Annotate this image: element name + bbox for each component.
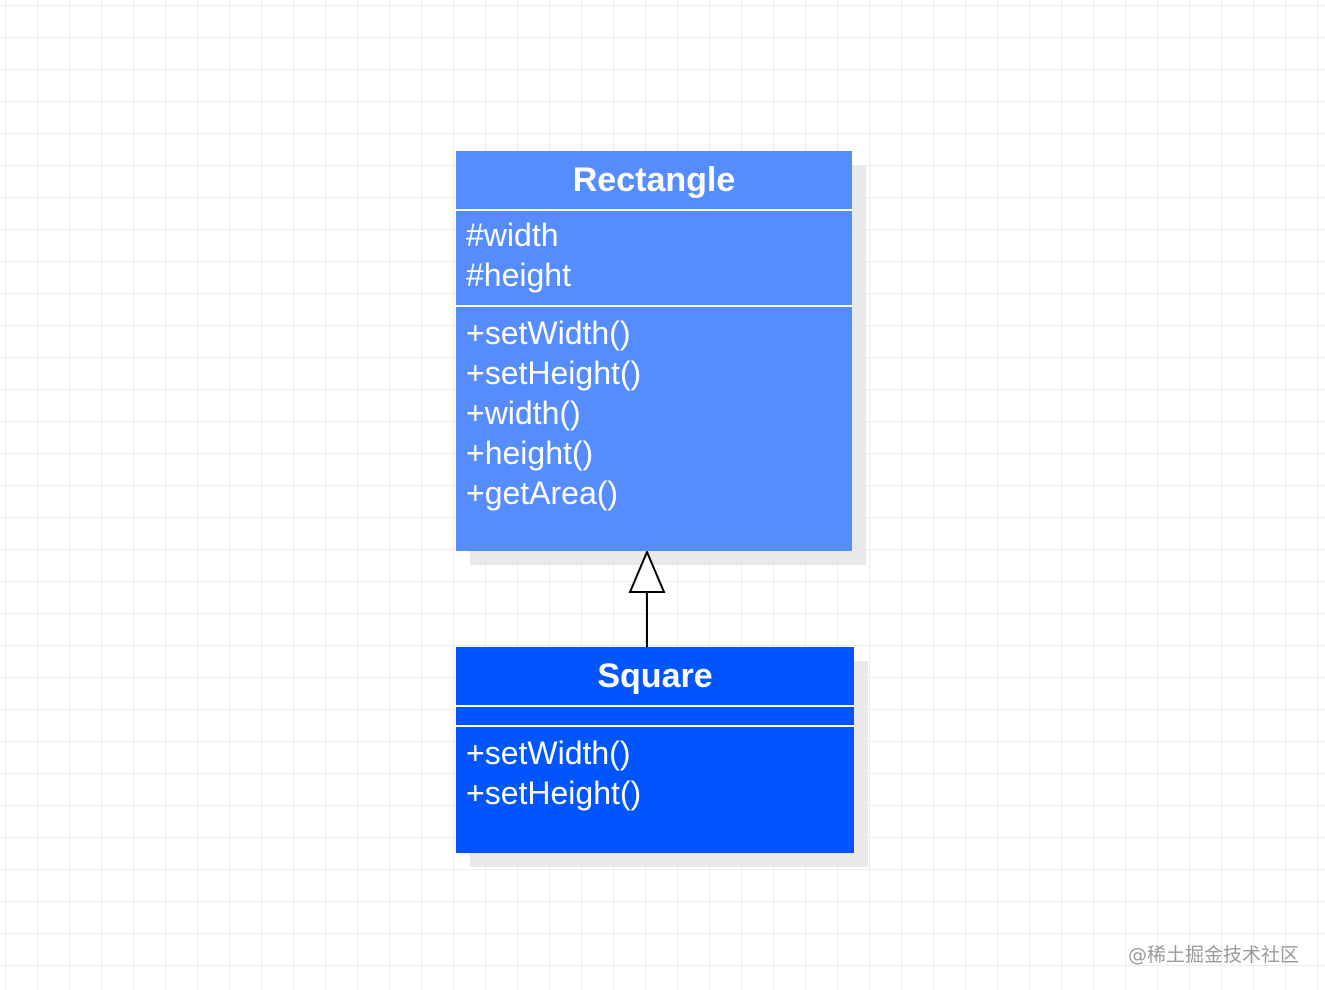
method-item: +getArea() (466, 475, 619, 511)
class-box-rectangle[interactable]: Rectangle #width #height +setWidth() +se… (456, 151, 866, 565)
class-methods: +setWidth() +setHeight() (456, 727, 854, 853)
class-box-square[interactable]: Square +setWidth() +setHeight() (456, 647, 868, 867)
method-item: +setWidth() (466, 315, 631, 351)
class-name: Square (456, 647, 854, 707)
method-item: +setHeight() (466, 355, 642, 391)
method-item: +height() (466, 435, 594, 471)
method-item: +width() (466, 395, 581, 431)
class-attributes (456, 707, 854, 727)
attribute-item: #width (466, 217, 559, 253)
method-item: +setHeight() (466, 775, 642, 811)
class-name: Rectangle (456, 151, 852, 211)
class-attributes: #width #height (456, 211, 852, 307)
method-item: +setWidth() (466, 735, 631, 771)
watermark: @稀土掘金技术社区 (1127, 944, 1299, 966)
attribute-item: #height (466, 257, 571, 293)
class-methods: +setWidth() +setHeight() +width() +heigh… (456, 307, 852, 551)
inheritance-arrowhead (628, 549, 666, 593)
